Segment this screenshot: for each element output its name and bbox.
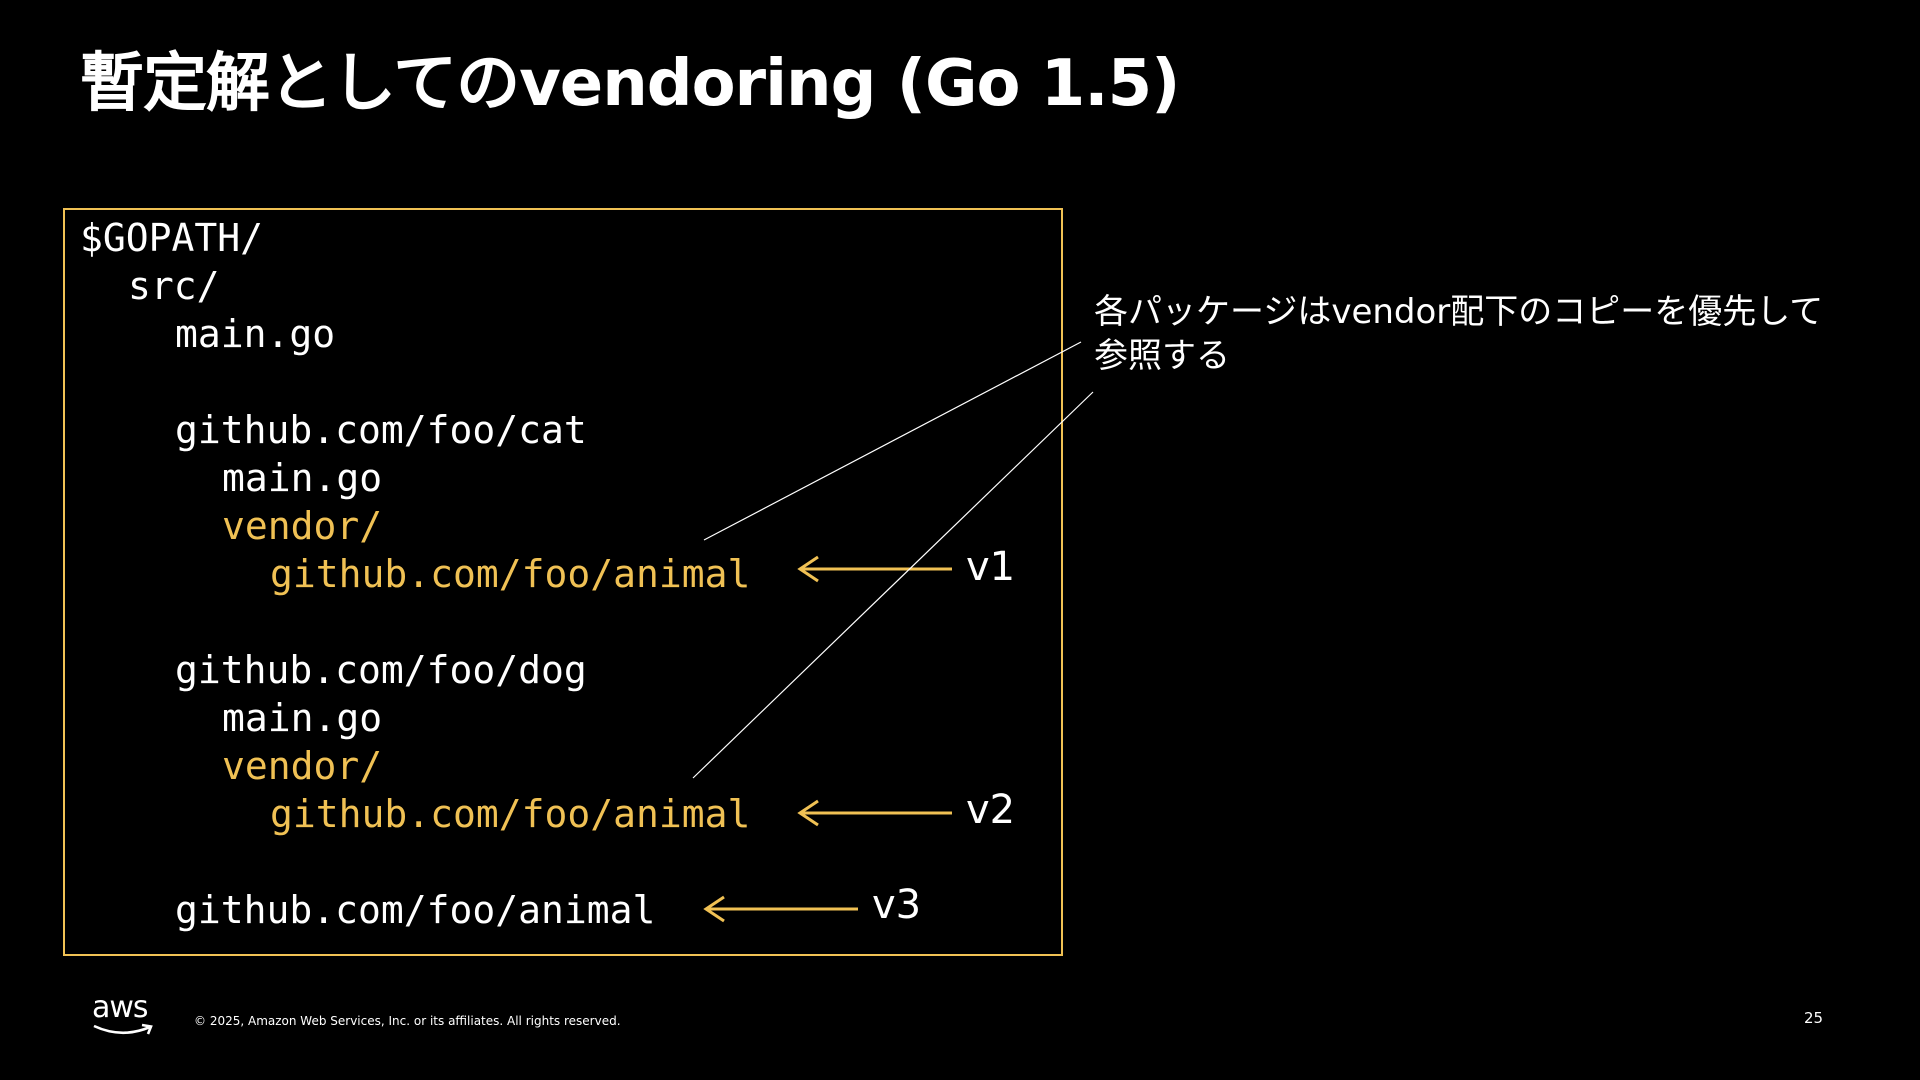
copyright-notice: © 2025, Amazon Web Services, Inc. or its… <box>194 1014 621 1028</box>
code-line-src: src/ <box>128 264 220 308</box>
slide-title: 暫定解としてのvendoring (Go 1.5) <box>80 47 1180 121</box>
code-line-cat-main-go: main.go <box>222 456 383 500</box>
arrow-v2 <box>797 799 952 827</box>
aws-smile-icon <box>93 1023 153 1035</box>
aws-logo: aws <box>92 990 156 1035</box>
code-line-cat-vendor: vendor/ <box>222 504 383 548</box>
code-line-gopath: $GOPATH/ <box>80 216 264 260</box>
callout-line-1: 各パッケージはvendor配下のコピーを優先して <box>1094 292 1824 332</box>
callout-line-2: 参照する <box>1094 336 1230 376</box>
code-line-dog-main-go: main.go <box>222 696 383 740</box>
aws-logo-text: aws <box>92 990 149 1025</box>
version-label-v1: v1 <box>966 544 1016 590</box>
code-line-dog-package: github.com/foo/dog <box>175 648 587 692</box>
version-label-v2: v2 <box>966 787 1016 833</box>
callout-leader-line-cat <box>703 341 1082 541</box>
code-line-cat-vendor-animal: github.com/foo/animal <box>270 552 751 596</box>
page-number: 25 <box>1804 1009 1824 1027</box>
arrow-v3 <box>703 895 858 923</box>
callout-note: 各パッケージはvendor配下のコピーを優先して 参照する <box>1094 290 1823 378</box>
code-line-main-go: main.go <box>175 312 336 356</box>
callout-leader-line-dog <box>692 391 1094 779</box>
directory-tree-box <box>63 208 1063 956</box>
code-line-cat-package: github.com/foo/cat <box>175 408 587 452</box>
version-label-v3: v3 <box>872 882 922 928</box>
arrow-v1 <box>797 555 952 583</box>
code-line-dog-vendor: vendor/ <box>222 744 383 788</box>
code-line-dog-vendor-animal: github.com/foo/animal <box>270 792 751 836</box>
code-line-root-animal: github.com/foo/animal <box>175 888 656 932</box>
